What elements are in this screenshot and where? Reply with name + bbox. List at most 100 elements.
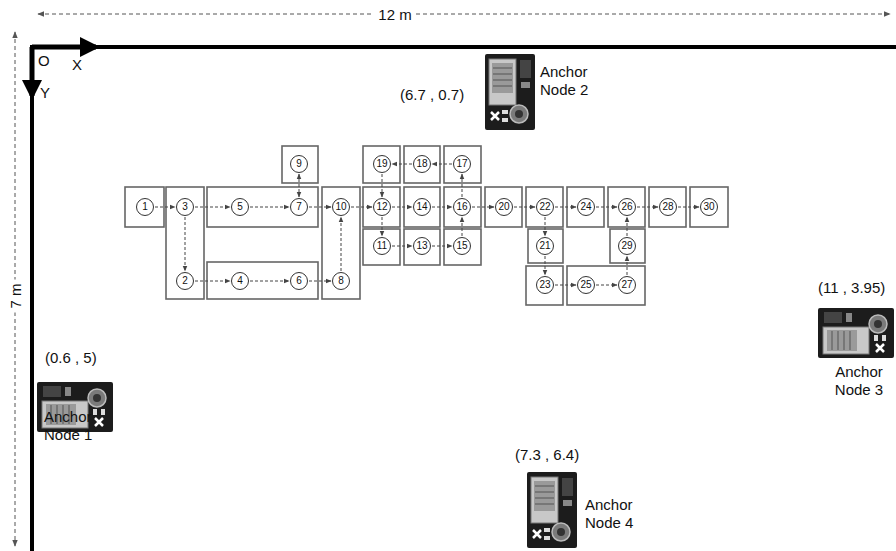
- waypoint-circle: 30: [700, 198, 718, 216]
- waypoint-number: 17: [456, 159, 467, 169]
- waypoint-number: 30: [703, 202, 714, 212]
- waypoint-number: 4: [237, 276, 243, 286]
- origin-label: O: [38, 52, 50, 70]
- waypoint-circle: 29: [618, 237, 636, 255]
- waypoint-number: 1: [142, 202, 148, 212]
- waypoint-circle: 5: [231, 198, 249, 216]
- waypoint-circle: 26: [618, 198, 636, 216]
- path-arrow: [250, 281, 289, 282]
- waypoint-circle: 27: [618, 276, 636, 294]
- waypoint-number: 13: [416, 241, 427, 251]
- path-arrow: [185, 217, 186, 271]
- waypoint-number: 10: [335, 202, 346, 212]
- anchor-name: Anchor Node 1: [44, 408, 104, 444]
- dimension-label: 12 m: [374, 6, 415, 24]
- path-arrow: [545, 256, 546, 275]
- waypoint-circle: 4: [231, 272, 249, 290]
- waypoint-circle: 1: [136, 198, 154, 216]
- waypoint-circle: 18: [413, 155, 431, 173]
- path-arrow: [250, 207, 289, 208]
- path-arrow: [432, 246, 452, 247]
- waypoint-number: 27: [621, 280, 632, 290]
- axis-label: Y: [40, 84, 50, 102]
- waypoint-number: 12: [376, 202, 387, 212]
- waypoint-number: 11: [377, 241, 387, 251]
- waypoint-number: 23: [539, 280, 550, 290]
- waypoint-circle: 24: [577, 198, 595, 216]
- waypoint-circle: 21: [536, 237, 554, 255]
- path-arrow: [392, 207, 412, 208]
- path-arrow: [432, 207, 452, 208]
- waypoint-circle: 8: [332, 272, 350, 290]
- path-arrow: [309, 281, 331, 282]
- waypoint-number: 7: [296, 202, 302, 212]
- waypoint-circle: 19: [373, 155, 391, 173]
- coordinate-label: (0.6 , 5): [45, 349, 97, 367]
- waypoint-number: 6: [296, 276, 302, 286]
- waypoint-number: 28: [662, 202, 673, 212]
- waypoint-number: 3: [182, 202, 188, 212]
- path-arrow: [596, 207, 617, 208]
- waypoint-circle: 7: [290, 198, 308, 216]
- path-arrow: [309, 207, 331, 208]
- path-arrow: [596, 285, 617, 286]
- path-arrow: [514, 207, 535, 208]
- path-arrow: [299, 174, 300, 197]
- path-arrow: [432, 164, 452, 165]
- path-arrow: [392, 164, 412, 165]
- path-arrow: [382, 217, 383, 236]
- path-arrow: [195, 207, 230, 208]
- path-arrow: [627, 256, 628, 275]
- path-arrow: [195, 281, 230, 282]
- waypoint-circle: 2: [176, 272, 194, 290]
- waypoint-number: 18: [416, 159, 427, 169]
- coordinate-label: (6.7 , 0.7): [400, 86, 464, 104]
- waypoint-circle: 25: [577, 276, 595, 294]
- axis-label: X: [72, 56, 82, 74]
- waypoint-number: 25: [580, 280, 591, 290]
- waypoint-number: 22: [539, 202, 550, 212]
- waypoint-number: 19: [376, 159, 387, 169]
- path-arrow: [627, 217, 628, 236]
- path-arrow: [472, 207, 494, 208]
- waypoint-circle: 14: [413, 198, 431, 216]
- waypoint-circle: 3: [176, 198, 194, 216]
- waypoint-number: 20: [498, 202, 509, 212]
- waypoint-circle: 22: [536, 198, 554, 216]
- path-arrow: [382, 174, 383, 197]
- path-arrow: [462, 174, 463, 197]
- waypoint-circle: 15: [453, 237, 471, 255]
- waypoint-circle: 11: [373, 237, 391, 255]
- path-arrow: [555, 207, 576, 208]
- waypoint-circle: 9: [290, 155, 308, 173]
- coordinate-label: (11 , 3.95): [818, 279, 885, 297]
- path-arrow: [555, 285, 576, 286]
- waypoint-circle: 13: [413, 237, 431, 255]
- anchor-name: Anchor Node 3: [829, 363, 889, 399]
- path-arrow: [545, 217, 546, 236]
- path-arrow: [637, 207, 658, 208]
- waypoint-number: 14: [416, 202, 427, 212]
- waypoint-number: 2: [182, 276, 188, 286]
- path-arrow: [462, 217, 463, 236]
- waypoint-circle: 6: [290, 272, 308, 290]
- path-arrow: [341, 217, 342, 271]
- waypoint-number: 26: [621, 202, 632, 212]
- path-arrow: [678, 207, 699, 208]
- waypoint-circle: 20: [495, 198, 513, 216]
- waypoint-number: 9: [296, 159, 302, 169]
- waypoint-number: 5: [237, 202, 243, 212]
- waypoint-number: 24: [580, 202, 591, 212]
- waypoint-number: 16: [456, 202, 467, 212]
- waypoint-number: 15: [456, 241, 467, 251]
- waypoint-circle: 16: [453, 198, 471, 216]
- path-arrow: [392, 246, 412, 247]
- waypoint-circle: 28: [659, 198, 677, 216]
- anchor-name: Anchor Node 4: [585, 496, 645, 532]
- path-arrow: [155, 207, 175, 208]
- waypoint-number: 8: [338, 276, 344, 286]
- coordinate-label: (7.3 , 6.4): [515, 446, 579, 464]
- waypoint-circle: 17: [453, 155, 471, 173]
